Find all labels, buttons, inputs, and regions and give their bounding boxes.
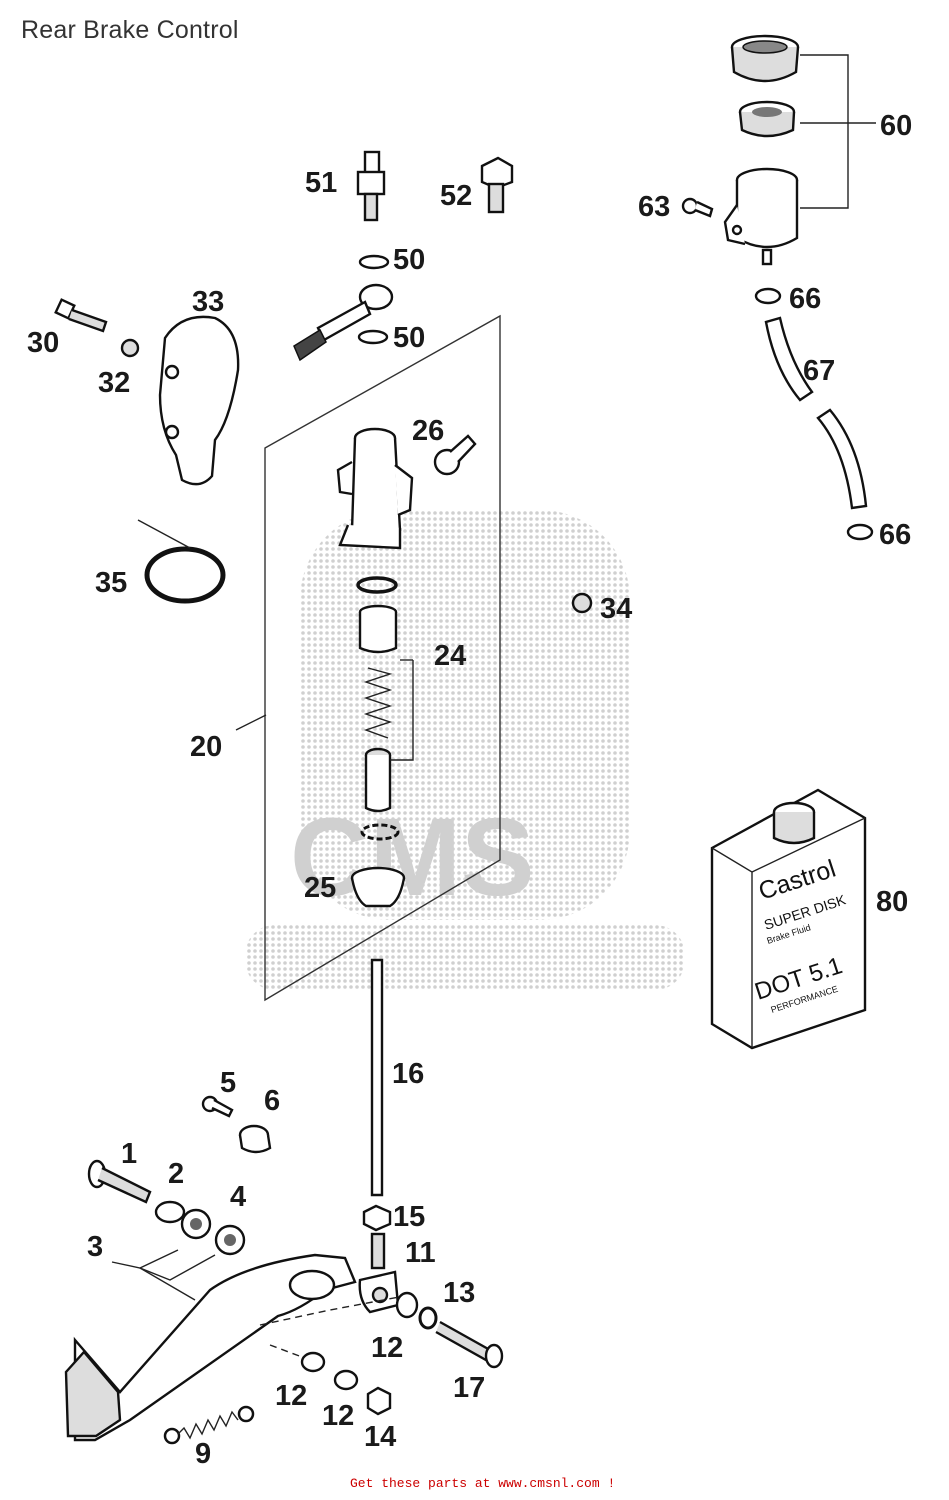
- callout-50-upper: 50: [393, 244, 425, 276]
- clevis-11: [358, 1270, 400, 1314]
- callout-16: 16: [392, 1058, 424, 1090]
- screw-5: [201, 1095, 234, 1118]
- washer-13: [418, 1306, 438, 1330]
- callout-66-upper: 66: [789, 283, 821, 315]
- callout-34: 34: [600, 593, 632, 625]
- callout-12-right: 12: [371, 1332, 403, 1364]
- callout-25: 25: [304, 872, 336, 904]
- cable-tie-35: [137, 519, 226, 604]
- hose-67-upper: [764, 316, 814, 402]
- reservoir-body: [723, 167, 799, 266]
- callout-51: 51: [305, 167, 337, 199]
- watermark-logo: CMS: [245, 510, 685, 990]
- callout-17: 17: [453, 1372, 485, 1404]
- callout-24: 24: [434, 640, 466, 672]
- piston: [364, 747, 392, 813]
- callout-30: 30: [27, 327, 59, 359]
- callout-5: 5: [220, 1067, 236, 1099]
- washer-12-a: [300, 1351, 326, 1373]
- callout-14: 14: [364, 1421, 396, 1453]
- washer-12-right: [395, 1291, 419, 1319]
- push-rod-16: [370, 958, 384, 1197]
- hose-clamp-66-lower: [846, 523, 874, 541]
- callout-20: 20: [190, 731, 222, 763]
- callout-1: 1: [121, 1138, 137, 1170]
- callout-2: 2: [168, 1158, 184, 1190]
- boot-25: [350, 866, 406, 908]
- washer-50-upper: [358, 254, 390, 270]
- o-ring: [356, 576, 398, 594]
- callout-63: 63: [638, 191, 670, 223]
- callout-12-a: 12: [275, 1380, 307, 1412]
- elbow-fitting-26: [433, 434, 477, 476]
- hose-clamp-66-upper: [754, 287, 782, 305]
- reservoir-gasket: [738, 100, 796, 138]
- hose-67-lower: [816, 408, 868, 510]
- master-cylinder-body: [336, 427, 414, 550]
- callout-12-b: 12: [322, 1400, 354, 1432]
- callout-3: 3: [87, 1231, 103, 1263]
- nut-15: [362, 1204, 392, 1232]
- threaded-stud: [370, 1232, 386, 1270]
- callout-13: 13: [443, 1277, 475, 1309]
- callout-32: 32: [98, 367, 130, 399]
- callout-80: 80: [876, 886, 908, 918]
- callout-15: 15: [393, 1201, 425, 1233]
- brake-pedal-3: [64, 1253, 357, 1442]
- banjo-bolt-52: [480, 156, 514, 214]
- callout-33: 33: [192, 286, 224, 318]
- bushing-6: [238, 1124, 272, 1154]
- callout-4: 4: [230, 1181, 246, 1213]
- callout-11: 11: [405, 1237, 436, 1269]
- nut-34: [571, 592, 593, 614]
- callout-9: 9: [195, 1438, 211, 1470]
- washer-2: [154, 1200, 186, 1224]
- callout-50-lower: 50: [393, 322, 425, 354]
- bolt-30: [54, 298, 108, 333]
- pivot-bolt-1: [87, 1159, 152, 1204]
- footer-link[interactable]: Get these parts at www.cmsnl.com !: [350, 1476, 616, 1491]
- brake-fluid-can-80: [710, 788, 867, 1050]
- bearing-4-a: [180, 1208, 212, 1240]
- callout-66-lower: 66: [879, 519, 911, 551]
- screw-63: [681, 197, 714, 218]
- callout-35: 35: [95, 567, 127, 599]
- circlip: [360, 823, 400, 841]
- spring: [363, 667, 393, 739]
- callout-60: 60: [880, 110, 912, 142]
- bearing-4-b: [214, 1224, 246, 1256]
- nut-14: [366, 1386, 392, 1416]
- return-spring-9: [163, 1405, 255, 1445]
- callout-26: 26: [412, 415, 444, 447]
- banjo-fitting: [293, 283, 394, 362]
- cover-33: [158, 315, 240, 486]
- assembly-frame-20: [264, 314, 501, 1002]
- washer-12-b: [333, 1369, 359, 1391]
- washer-50-lower: [357, 329, 389, 345]
- callout-67: 67: [803, 355, 835, 387]
- reservoir-cap: [730, 34, 800, 83]
- callout-52: 52: [440, 180, 472, 212]
- bolt-17: [435, 1320, 504, 1369]
- brake-light-switch-51: [356, 150, 386, 222]
- watermark-text: CMS: [290, 796, 534, 919]
- page-title: Rear Brake Control: [21, 16, 239, 44]
- piston-sleeve: [358, 604, 398, 654]
- callout-6: 6: [264, 1085, 280, 1117]
- nut-32: [120, 338, 140, 358]
